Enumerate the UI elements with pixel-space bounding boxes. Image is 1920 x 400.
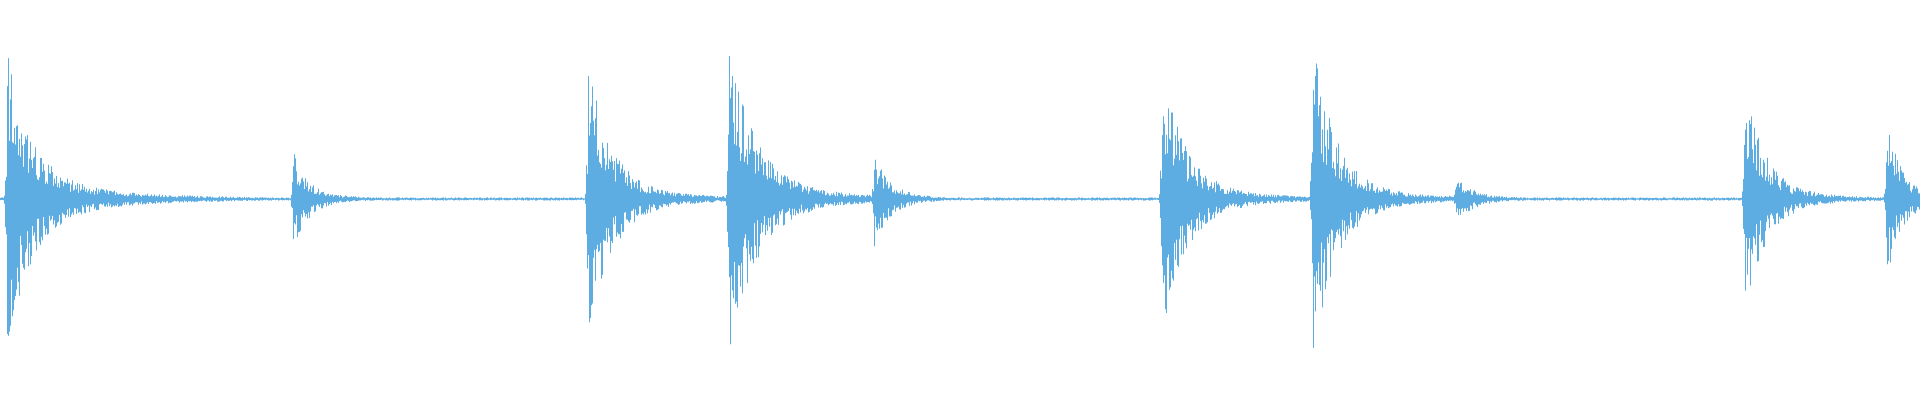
waveform-signal — [0, 56, 1920, 348]
